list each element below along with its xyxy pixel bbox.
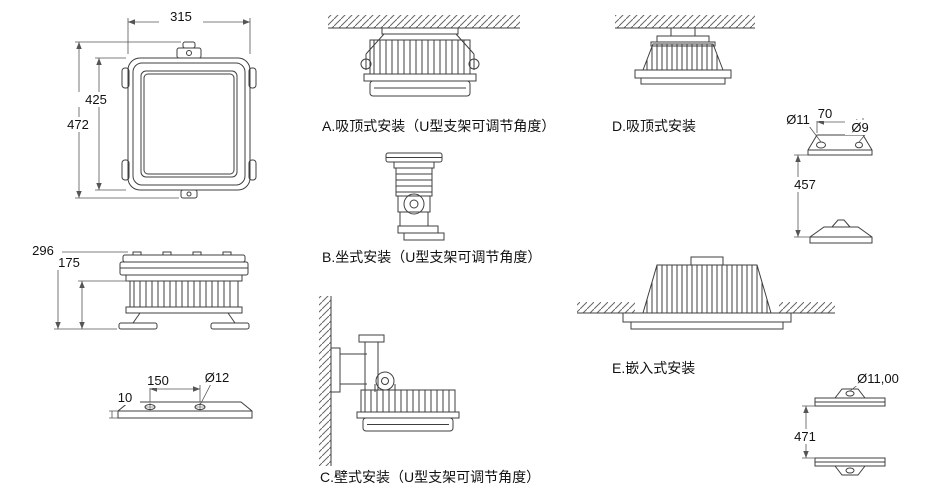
floodlight-side-outline [119, 252, 249, 329]
dim-bracket-hole-left: Ø11 [781, 112, 815, 127]
caption-mount-e: E.嵌入式安装 [612, 360, 696, 376]
caption-mount-d: D.吸顶式安装 [612, 118, 696, 134]
caption-mount-b: B.坐式安装（U型支架可调节角度） [322, 249, 542, 265]
mount-c-floodlight [331, 335, 459, 431]
mount-c-drawing [315, 288, 480, 473]
dim-side-total-height: 296 [24, 243, 62, 258]
bracket-top-dimension-lines [794, 118, 869, 237]
recess-surface-hatch [577, 302, 835, 313]
dim-bracket-hole-right: Ø9 [845, 120, 875, 135]
mount-a-drawing [320, 12, 530, 120]
mount-e-highbay [643, 257, 771, 313]
dim-front-width: 315 [159, 9, 203, 24]
dim-bracket-span: 70 [812, 106, 838, 121]
mount-d-highbay [635, 28, 731, 84]
front-dimension-lines [75, 18, 250, 198]
dim-front-total-height: 472 [59, 117, 97, 132]
floodlight-front-outline [122, 42, 256, 198]
pole-bracket-top-drawing [780, 105, 925, 255]
caption-mount-a: A.吸顶式安装（U型支架可调节角度） [322, 118, 556, 134]
front-view-drawing [55, 6, 265, 206]
dim-bar-hole-diameter: Ø12 [196, 370, 238, 385]
bracket-bottom-dimension-lines [802, 379, 865, 458]
ceiling-hatch [328, 15, 520, 28]
mount-d-drawing [605, 12, 760, 122]
mounting-bracket-drawing [105, 365, 265, 427]
bar-dimension-lines [109, 382, 212, 418]
mount-e-flange [623, 313, 791, 329]
dim-bracket-bottom-hole: Ø11,00 [852, 371, 904, 386]
pole-bracket-bottom-drawing [780, 366, 925, 481]
mount-b-floodlight [386, 153, 444, 240]
dim-bracket-top-length: 457 [788, 177, 822, 192]
caption-mount-c: C.壁式安装（U型支架可调节角度） [320, 469, 541, 485]
mount-b-drawing [365, 146, 465, 250]
dim-front-frame-height: 425 [77, 92, 115, 107]
wall-hatch [319, 296, 331, 466]
ceiling-hatch-d [615, 15, 755, 28]
mount-e-drawing [573, 253, 840, 353]
bracket-bottom-plates [815, 389, 885, 475]
side-view-drawing [20, 235, 265, 335]
dim-bar-hole-spacing: 150 [139, 373, 177, 388]
dim-bar-thickness: 10 [110, 390, 140, 405]
dim-side-inner-height: 175 [50, 255, 88, 270]
mount-a-floodlight [361, 28, 479, 96]
dim-bracket-bottom-length: 471 [788, 429, 822, 444]
